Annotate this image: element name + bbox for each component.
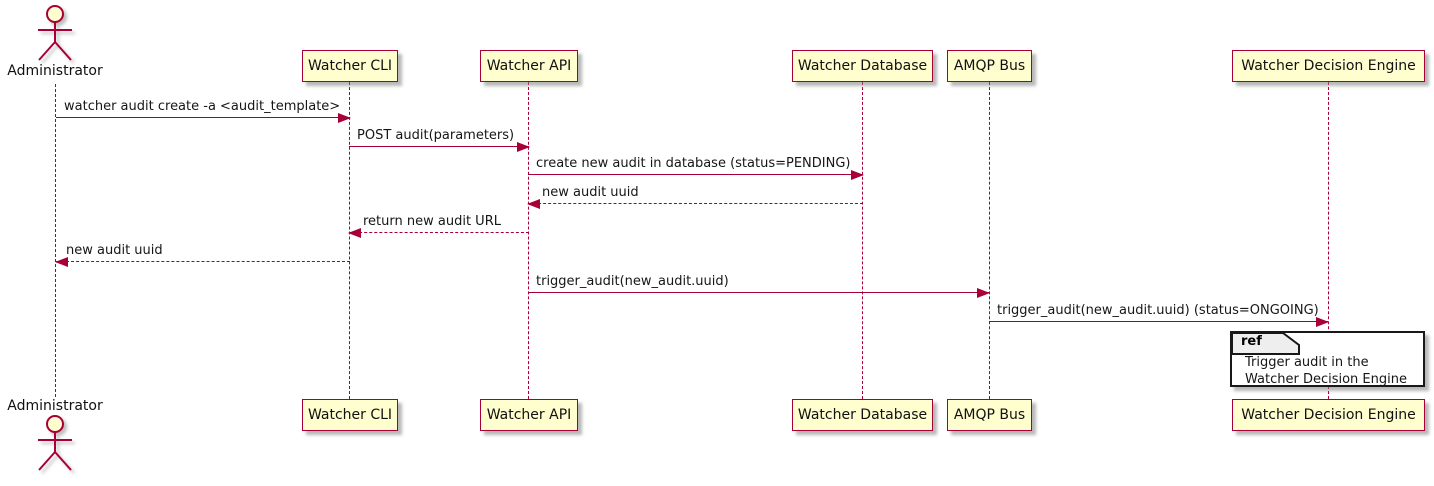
participant-amqp-bus-top: AMQP Bus xyxy=(947,50,1032,82)
participant-amqp-bus-bottom: AMQP Bus xyxy=(947,399,1032,431)
message-line xyxy=(56,261,350,262)
participant-watcher-api-bottom: Watcher API xyxy=(480,399,578,431)
message-create-new-audit: create new audit in database (status=PEN… xyxy=(528,156,864,180)
arrowhead-icon xyxy=(338,112,351,123)
arrowhead-icon xyxy=(348,227,361,238)
message-line xyxy=(349,232,529,233)
arrowhead-icon xyxy=(517,141,530,152)
ref-text: Trigger audit in the Watcher Decision En… xyxy=(1245,354,1407,388)
participant-label: Administrator xyxy=(7,63,103,79)
message-label: return new audit URL xyxy=(363,214,501,229)
message-line xyxy=(528,203,863,204)
arrowhead-icon xyxy=(851,169,864,180)
message-line xyxy=(528,292,989,293)
lifeline-administrator xyxy=(55,84,56,397)
message-label: watcher audit create -a <audit_template> xyxy=(64,99,341,114)
message-label: create new audit in database (status=PEN… xyxy=(536,156,851,171)
ref-text-line1: Trigger audit in the xyxy=(1245,355,1369,370)
message-line xyxy=(349,146,529,147)
message-line xyxy=(528,174,863,175)
message-line xyxy=(56,117,350,118)
message-new-audit-uuid-to-admin: new audit uuid xyxy=(55,243,350,267)
participant-watcher-database-bottom: Watcher Database xyxy=(792,399,933,431)
arrowhead-icon xyxy=(55,256,68,267)
participant-watcher-cli-bottom: Watcher CLI xyxy=(302,399,398,431)
arrowhead-icon xyxy=(527,198,540,209)
message-post-audit: POST audit(parameters) xyxy=(349,128,530,152)
participant-watcher-database-top: Watcher Database xyxy=(792,50,933,82)
participant-watcher-decision-engine-bottom: Watcher Decision Engine xyxy=(1232,399,1425,431)
message-label: trigger_audit(new_audit.uuid) (status=ON… xyxy=(997,303,1319,318)
ref-keyword: ref xyxy=(1241,334,1262,349)
lifeline-watcher-api xyxy=(528,82,529,399)
actor-administrator-top: Administrator xyxy=(0,4,110,79)
actor-administrator-bottom: Administrator xyxy=(0,397,110,472)
lifeline-amqp-bus xyxy=(989,82,990,399)
lifeline-watcher-database xyxy=(862,82,863,399)
actor-icon xyxy=(38,415,72,471)
actor-icon xyxy=(38,5,72,61)
lifeline-watcher-decision-engine xyxy=(1328,82,1329,399)
message-label: trigger_audit(new_audit.uuid) xyxy=(536,274,729,289)
message-watcher-audit-create: watcher audit create -a <audit_template> xyxy=(56,99,351,123)
message-label: POST audit(parameters) xyxy=(357,128,515,143)
message-return-new-audit-url: return new audit URL xyxy=(348,214,529,238)
ref-pentagon-icon xyxy=(1231,332,1300,355)
message-trigger-audit: trigger_audit(new_audit.uuid) xyxy=(528,274,990,298)
participant-watcher-api-top: Watcher API xyxy=(480,50,578,82)
message-trigger-audit-ongoing: trigger_audit(new_audit.uuid) (status=ON… xyxy=(989,303,1329,327)
message-line xyxy=(989,321,1328,322)
arrowhead-icon xyxy=(977,287,990,298)
ref-fragment: ref Trigger audit in the Watcher Decisio… xyxy=(1230,331,1425,387)
arrowhead-icon xyxy=(1316,316,1329,327)
message-new-audit-uuid-return: new audit uuid xyxy=(527,185,863,209)
participant-watcher-cli-top: Watcher CLI xyxy=(302,50,398,82)
participant-watcher-decision-engine-top: Watcher Decision Engine xyxy=(1232,50,1425,82)
lifeline-watcher-cli xyxy=(349,82,350,399)
ref-text-line2: Watcher Decision Engine xyxy=(1245,372,1407,387)
participant-label: Administrator xyxy=(7,398,103,414)
message-label: new audit uuid xyxy=(542,185,639,200)
message-label: new audit uuid xyxy=(66,243,163,258)
